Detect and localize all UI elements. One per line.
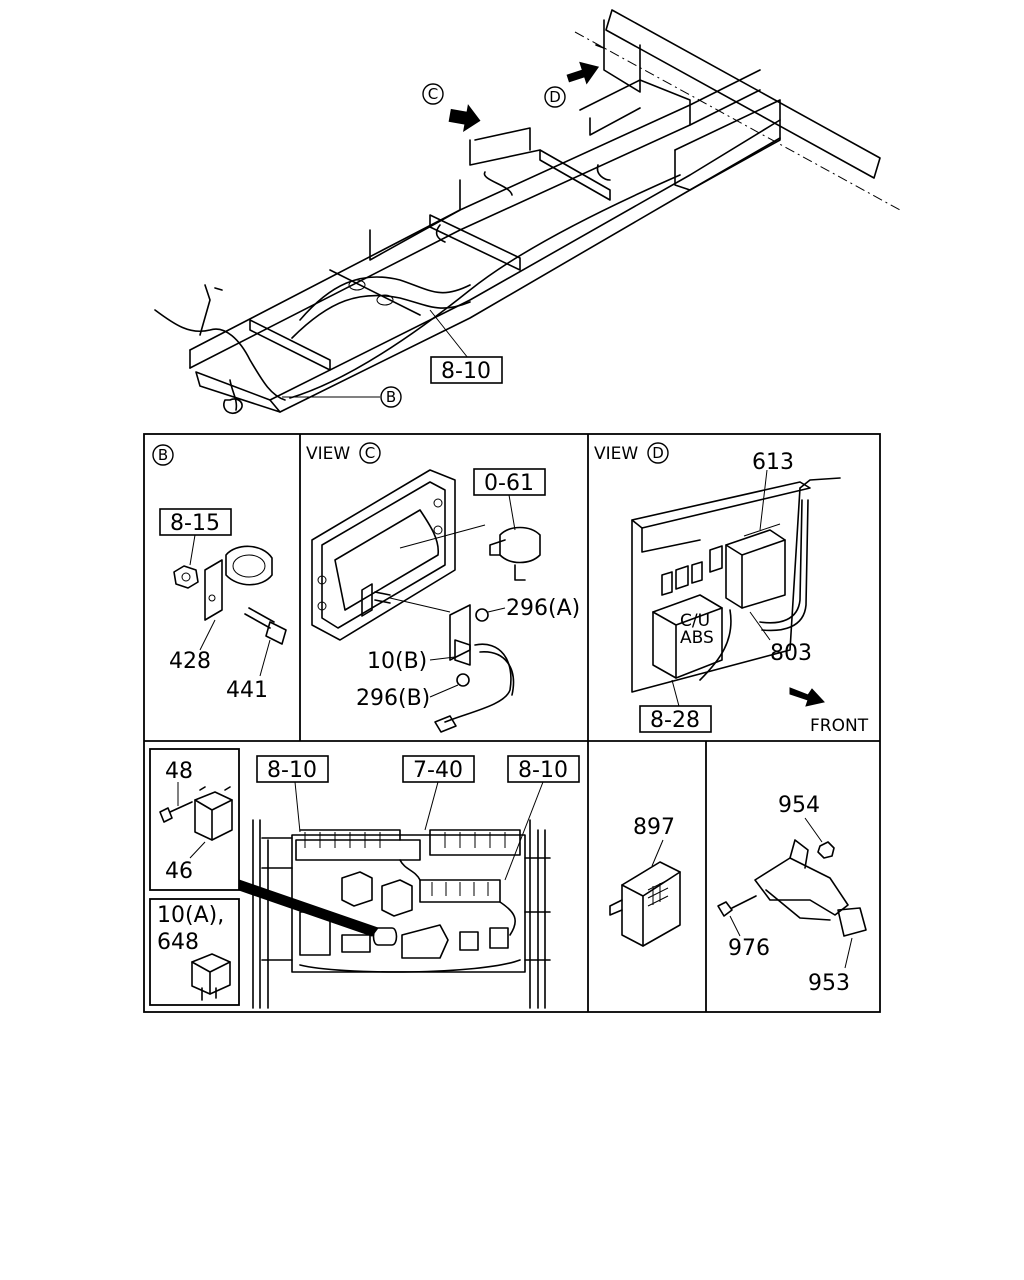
bolt-48-icon bbox=[159, 807, 173, 823]
view-c-word: VIEW bbox=[306, 444, 350, 464]
part-48-label: 48 bbox=[165, 759, 193, 784]
svg-text:B: B bbox=[386, 388, 396, 406]
panel-view-d: VIEW D C/U ABS FRONT 613 80 bbox=[594, 442, 869, 736]
bracket-icon bbox=[204, 559, 223, 621]
panel-relays: 48 46 10(A), 648 bbox=[149, 748, 240, 1006]
panel-b-marker: B bbox=[152, 444, 174, 466]
part-954-label: 954 bbox=[778, 793, 820, 818]
svg-text:8-10: 8-10 bbox=[441, 359, 491, 384]
svg-text:8-10: 8-10 bbox=[518, 758, 568, 783]
svg-text:B: B bbox=[158, 446, 168, 464]
svg-text:D: D bbox=[549, 88, 561, 106]
part-428-label: 428 bbox=[169, 649, 211, 674]
svg-text:C: C bbox=[428, 85, 438, 103]
view-d-ref-box: 8-28 bbox=[639, 705, 712, 733]
front-arrow-icon bbox=[789, 687, 825, 707]
part-953-label: 953 bbox=[808, 971, 850, 996]
part-296b-label: 296(B) bbox=[356, 686, 430, 711]
svg-text:D: D bbox=[652, 444, 664, 462]
panel-detail-b: B 8-15 428 441 bbox=[152, 444, 287, 703]
part-803-label: 803 bbox=[770, 641, 812, 666]
panel-board: 8-10 7-40 8-10 bbox=[238, 755, 580, 1009]
nut-954-icon bbox=[817, 841, 835, 859]
part-10a-label-2: 648 bbox=[157, 930, 199, 955]
cu-label-2: ABS bbox=[680, 628, 714, 648]
view-d-word: VIEW bbox=[594, 444, 638, 464]
part-441-label: 441 bbox=[226, 678, 268, 703]
ref-box-frame: 8-10 bbox=[430, 356, 503, 384]
part-976-label: 976 bbox=[728, 936, 770, 961]
chassis-frame-illustration bbox=[154, 9, 901, 415]
panel-view-c: VIEW C 0-61 296(A) bbox=[306, 442, 580, 733]
svg-text:8-10: 8-10 bbox=[267, 758, 317, 783]
control-module-897-icon bbox=[621, 861, 681, 947]
part-10a-label-1: 10(A), bbox=[157, 903, 224, 928]
relay-46-icon bbox=[194, 791, 233, 841]
part-613-label: 613 bbox=[752, 450, 794, 475]
nut-icon bbox=[173, 565, 199, 589]
board-ref-mid: 7-40 bbox=[402, 755, 475, 783]
part-296a-label: 296(A) bbox=[506, 596, 580, 621]
front-label: FRONT bbox=[810, 716, 869, 736]
svg-text:0-61: 0-61 bbox=[484, 471, 534, 496]
svg-text:C: C bbox=[365, 444, 375, 462]
panel-grid bbox=[143, 433, 881, 1013]
rubber-mount-icon bbox=[225, 545, 273, 586]
view-marker-d: D bbox=[544, 86, 566, 108]
svg-text:8-15: 8-15 bbox=[170, 511, 220, 536]
callout-wedge bbox=[238, 879, 379, 937]
bolt-icon bbox=[244, 607, 275, 629]
part-10b-label: 10(B) bbox=[367, 649, 427, 674]
panel-part-897: 897 bbox=[609, 815, 681, 947]
relay-board bbox=[291, 834, 526, 973]
view-c-ref-box: 0-61 bbox=[473, 468, 546, 496]
board-ref-right: 8-10 bbox=[507, 755, 580, 783]
solenoid-icon bbox=[499, 526, 541, 564]
view-marker-c: C bbox=[422, 83, 444, 105]
part-897-label: 897 bbox=[633, 815, 675, 840]
bracket-953-icon bbox=[754, 857, 849, 916]
control-box-housing bbox=[311, 469, 456, 641]
relay-box-613 bbox=[725, 529, 786, 609]
relay-648-icon bbox=[191, 953, 231, 995]
svg-text:7-40: 7-40 bbox=[413, 758, 463, 783]
view-d-marker: D bbox=[647, 442, 669, 464]
board-ref-left: 8-10 bbox=[256, 755, 329, 783]
view-c-marker: C bbox=[359, 442, 381, 464]
panel-bracket: 954 976 953 bbox=[717, 793, 867, 996]
bolt-976-icon bbox=[717, 901, 733, 917]
part-46-label: 46 bbox=[165, 859, 193, 884]
detail-marker-b: B bbox=[380, 386, 402, 408]
cu-label-1: C/U bbox=[680, 611, 710, 631]
relay-10b-icon bbox=[454, 639, 471, 666]
svg-text:8-28: 8-28 bbox=[650, 708, 700, 733]
panel-b-ref-box: 8-15 bbox=[159, 508, 232, 536]
abs-control-unit bbox=[652, 594, 723, 679]
